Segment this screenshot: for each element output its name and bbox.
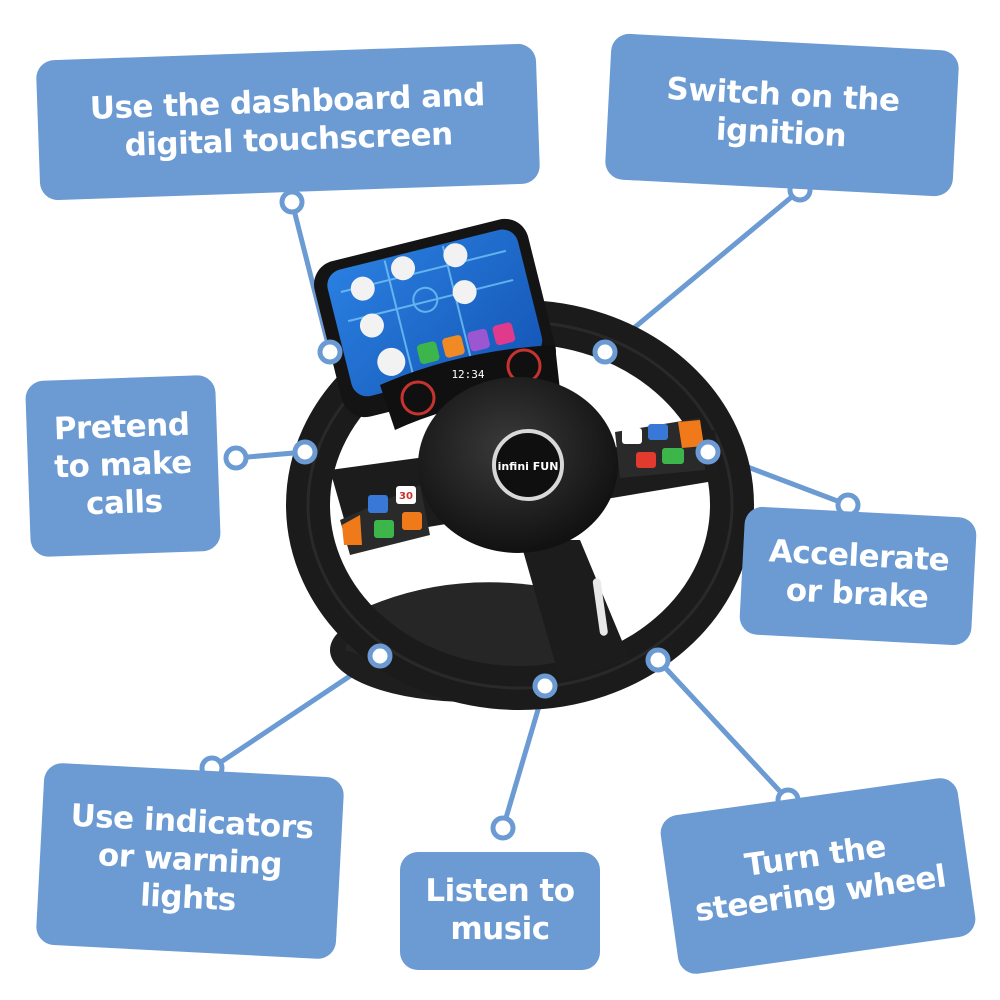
callout-line: music xyxy=(450,911,550,947)
callout-line: Pretend xyxy=(53,406,191,448)
left-button-cluster xyxy=(340,485,430,555)
horn-logo-button xyxy=(492,429,564,501)
callout-accelerate-brake: Accelerate or brake xyxy=(738,506,978,646)
callout-line: or brake xyxy=(784,572,930,616)
callout-make-calls: Pretend to make calls xyxy=(24,374,222,558)
connector-lines xyxy=(210,188,849,829)
callout-ignition: Switch on the ignition xyxy=(604,32,960,198)
right-button-cluster xyxy=(615,418,705,478)
screen-clock-text: 12:34 xyxy=(451,368,484,381)
speed-sign-text: 30 xyxy=(399,491,413,502)
brand-logo-text: infini FUN xyxy=(498,460,559,473)
callout-listen-music: Listen to music xyxy=(400,852,600,970)
callout-indicators-warning-lights: Use indicators or warning lights xyxy=(35,762,345,960)
callout-line: to make xyxy=(53,444,193,486)
callout-dashboard-touchscreen: Use the dashboard and digital touchscree… xyxy=(35,43,541,201)
digital-touchscreen xyxy=(314,218,560,430)
callout-line: calls xyxy=(85,483,164,523)
callout-line: Listen to xyxy=(425,873,575,910)
